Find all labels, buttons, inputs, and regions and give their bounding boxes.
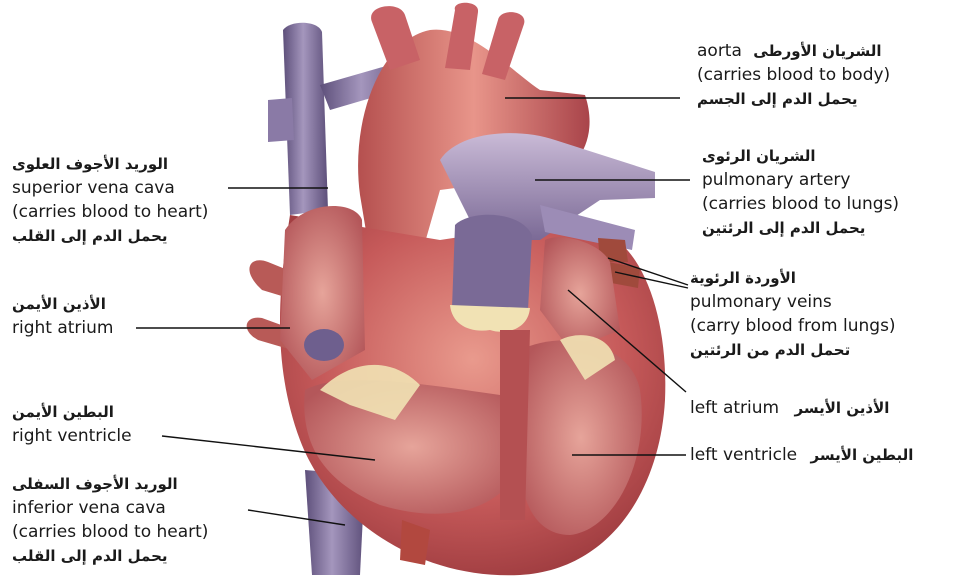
label-right-ventricle: البطين الأيمن right ventricle xyxy=(12,400,132,448)
right-atrium-en: right atrium xyxy=(12,316,113,340)
inferior-vena-cava-ar: الوريد الأجوف السفلى xyxy=(12,472,208,496)
label-right-atrium: الأذين الأيمن right atrium xyxy=(12,292,113,340)
aorta-en-note: (carries blood to body) xyxy=(697,63,890,87)
aorta-ar-note: يحمل الدم إلى الجسم xyxy=(697,87,890,111)
superior-vena-cava-en-note: (carries blood to heart) xyxy=(12,200,208,224)
label-pulmonary-veins: الأوردة الرئوية pulmonary veins (carry b… xyxy=(690,266,896,362)
label-left-ventricle: left ventricle البطين الأيسر xyxy=(690,443,913,467)
left-atrium-en: left atrium xyxy=(690,398,779,418)
right-atrium-shape xyxy=(280,206,365,380)
pulmonary-artery-ar: الشريان الرئوى xyxy=(702,144,899,168)
right-ventricle-en: right ventricle xyxy=(12,424,132,448)
left-atrium-ar: الأذين الأيسر xyxy=(794,399,889,417)
right-atrium-ar: الأذين الأيمن xyxy=(12,292,113,316)
superior-vena-cava-en: superior vena cava xyxy=(12,176,208,200)
pulmonary-veins-en-note: (carry blood from lungs) xyxy=(690,314,896,338)
inferior-vena-cava-en: inferior vena cava xyxy=(12,496,208,520)
inferior-vena-cava-ar-note: يحمل الدم إلى القلب xyxy=(12,544,208,568)
right-ventricle-ar: البطين الأيمن xyxy=(12,400,132,424)
inferior-vena-cava-en-note: (carries blood to heart) xyxy=(12,520,208,544)
superior-vena-cava-ar: الوريد الأجوف العلوى xyxy=(12,152,208,176)
left-ventricle-ar: البطين الأيسر xyxy=(811,446,914,464)
pulmonary-artery-en: pulmonary artery xyxy=(702,168,899,192)
label-inferior-vena-cava: الوريد الأجوف السفلى inferior vena cava … xyxy=(12,472,208,568)
pulmonary-artery-ar-note: يحمل الدم إلى الرئتين xyxy=(702,216,899,240)
left-ventricle-en: left ventricle xyxy=(690,445,797,465)
label-aorta: aorta الشريان الأورطى (carries blood to … xyxy=(697,39,890,111)
pulmonary-veins-en: pulmonary veins xyxy=(690,290,896,314)
label-pulmonary-artery: الشريان الرئوى pulmonary artery (carries… xyxy=(702,144,899,240)
pulmonary-artery-en-note: (carries blood to lungs) xyxy=(702,192,899,216)
pulmonary-veins-ar-note: تحمل الدم من الرئتين xyxy=(690,338,896,362)
aorta-ar: الشريان الأورطى xyxy=(753,42,881,60)
superior-vena-cava-ar-note: يحمل الدم إلى القلب xyxy=(12,224,208,248)
pulmonary-veins-ar: الأوردة الرئوية xyxy=(690,266,896,290)
aorta-en: aorta xyxy=(697,41,742,61)
label-left-atrium: left atrium الأذين الأيسر xyxy=(690,396,889,420)
label-superior-vena-cava: الوريد الأجوف العلوى superior vena cava … xyxy=(12,152,208,248)
